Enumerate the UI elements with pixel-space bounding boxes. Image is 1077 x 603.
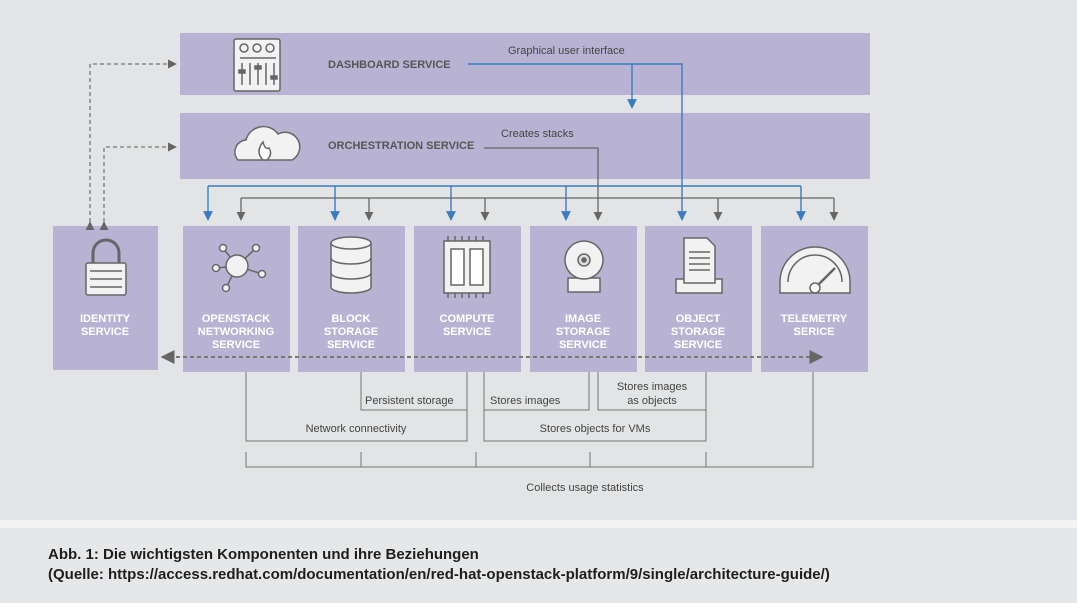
caption-source: (Quelle: https://access.redhat.com/docum… [48, 566, 830, 583]
lock-icon [85, 238, 127, 296]
diagram-canvas: DASHBOARD SERVICE ORCHESTRATION SERVICE … [53, 33, 870, 494]
stores-images-label: Stores images [490, 395, 561, 407]
object-storage-label-3: SERVICE [674, 339, 722, 351]
cloud-icon [234, 125, 301, 161]
object-storage-label-2: STORAGE [671, 326, 725, 338]
gauge-icon [779, 246, 851, 294]
graphical-user-interface-label: Graphical user interface [508, 45, 625, 57]
database-icon [330, 236, 372, 294]
stores-images-as-objects-label-1: Stores images [617, 381, 688, 393]
identity-service-label-2: SERVICE [81, 326, 129, 338]
collects-usage-statistics-label: Collects usage statistics [526, 482, 644, 494]
compute-service-label-2: SERVICE [443, 326, 491, 338]
block-storage-label-1: BLOCK [331, 313, 370, 325]
persistent-storage-label: Persistent storage [365, 395, 454, 407]
dashboard-service-label: DASHBOARD SERVICE [328, 59, 451, 71]
block-storage-label-2: STORAGE [324, 326, 378, 338]
figure-caption: Abb. 1: Die wichtigsten Komponenten und … [0, 528, 1077, 603]
stores-images-as-objects-label-2: as objects [627, 395, 677, 407]
architecture-diagram: DASHBOARD SERVICE ORCHESTRATION SERVICE … [53, 33, 870, 494]
stores-objects-for-vms-label: Stores objects for VMs [540, 423, 651, 435]
network-connectivity-label: Network connectivity [306, 423, 407, 435]
disc-image-icon [564, 240, 604, 293]
relationship-brackets [245, 372, 814, 468]
networking-service-box [183, 226, 290, 372]
compute-service-label-1: COMPUTE [440, 313, 495, 325]
cpu-chip-icon [443, 236, 491, 298]
orchestration-connectors [236, 147, 839, 221]
identity-connectors [85, 59, 824, 364]
networking-service-label-3: SERVICE [212, 339, 260, 351]
networking-service-label-2: NETWORKING [198, 326, 274, 338]
caption-separator [0, 520, 1077, 528]
image-storage-label-1: IMAGE [565, 313, 601, 325]
network-hub-icon [211, 243, 267, 293]
identity-service-label-1: IDENTITY [80, 313, 131, 325]
dashboard-connectors [203, 63, 806, 221]
block-storage-label-3: SERVICE [327, 339, 375, 351]
telemetry-label-1: TELEMETRY [781, 313, 848, 325]
image-storage-label-3: SERVICE [559, 339, 607, 351]
document-icon [675, 237, 723, 294]
orchestration-service-label: ORCHESTRATION SERVICE [328, 140, 474, 152]
caption-title: Abb. 1: Die wichtigsten Komponenten und … [48, 546, 479, 563]
identity-service-box [53, 226, 158, 370]
networking-service-label-1: OPENSTACK [202, 313, 270, 325]
dashboard-icon [233, 38, 281, 92]
telemetry-label-2: SERICE [794, 326, 835, 338]
image-storage-label-2: STORAGE [556, 326, 610, 338]
object-storage-label-1: OBJECT [676, 313, 721, 325]
creates-stacks-label: Creates stacks [501, 128, 574, 140]
